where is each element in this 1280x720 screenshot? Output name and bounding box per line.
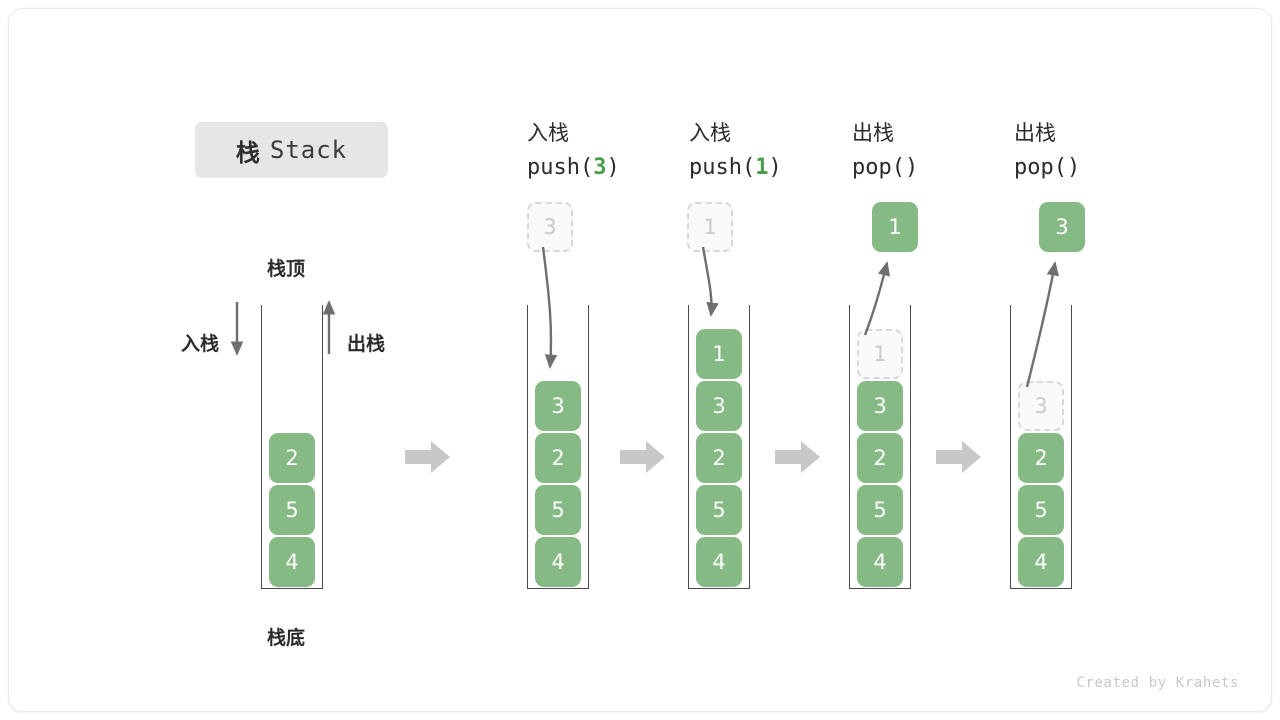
op-header-code: pop() [1014,152,1174,184]
diagram-card: 栈 Stack 栈顶 栈底 入栈 出栈 入栈 push(3) 入栈 push(1… [8,8,1272,712]
stack-cell: 5 [1018,485,1064,535]
popped-value-cell: 3 [1039,202,1085,252]
op-header-cn: 入栈 [527,121,569,145]
stack-floor [527,587,589,589]
incoming-value-cell: 1 [687,202,733,252]
title-badge: 栈 Stack [195,122,388,178]
stack-floor [688,587,750,589]
op-close: ) [904,155,919,180]
stack-cell: 4 [1018,537,1064,587]
stack-wall-r [909,305,911,589]
title-cn: 栈 [235,138,260,167]
op-fn: push( [689,155,756,180]
stack-cell: 2 [696,433,742,483]
op-header-cn: 入栈 [689,121,731,145]
stack-cell: 2 [857,433,903,483]
stack-floor [1010,587,1072,589]
stack-floor [849,587,911,589]
op-header-code: pop() [852,152,1012,184]
stack-cell: 5 [535,485,581,535]
op-close: ) [1066,155,1081,180]
step-separator-arrow [936,439,982,475]
incoming-value-cell: 3 [527,202,573,252]
step-separator-arrow [405,439,451,475]
op-fn: pop( [852,155,905,180]
stack-cell-ghost: 1 [857,329,903,379]
op-header-cn: 出栈 [1014,121,1056,145]
stack-cell: 1 [696,329,742,379]
stack-cell-ghost: 3 [1018,381,1064,431]
op-close: ) [606,155,620,180]
op-close: ) [768,155,782,180]
op-header-cn: 出栈 [852,121,894,145]
credit-text: Created by Krahets [1076,675,1239,691]
stack-cell: 5 [857,485,903,535]
op-arg: 1 [755,155,769,180]
diagram-stage: 栈 Stack 栈顶 栈底 入栈 出栈 入栈 push(3) 入栈 push(1… [9,9,1271,711]
op-header-push-3: 入栈 push(3) [527,114,687,184]
label-pop-side: 出栈 [347,333,386,355]
stack-wall-l [527,305,529,589]
op-header-push-1: 入栈 push(1) [689,114,849,184]
stack-cell: 2 [535,433,581,483]
stack-wall-r [587,305,589,589]
step-separator-arrow [620,439,666,475]
op-arg: 3 [593,155,607,180]
step-separator-arrow [775,439,821,475]
stack-cell: 3 [535,381,581,431]
op-header-pop-1: 出栈 pop() [852,114,1012,184]
op-header-pop-2: 出栈 pop() [1014,114,1174,184]
stack-wall-l [849,305,851,589]
stack-cell: 3 [696,381,742,431]
stack-wall-r [321,305,323,589]
stack-wall-r [748,305,750,589]
stack-cell: 5 [269,485,315,535]
stack-cell: 2 [269,433,315,483]
stack-cell: 4 [535,537,581,587]
stack-wall-l [1010,305,1012,589]
op-header-code: push(3) [527,152,687,184]
op-header-code: push(1) [689,152,849,184]
stack-cell: 4 [269,537,315,587]
title-en: Stack [269,136,348,164]
stack-cell: 3 [857,381,903,431]
stack-wall-l [688,305,690,589]
op-fn: push( [527,155,594,180]
label-stack-top: 栈顶 [267,258,306,280]
stack-wall-r [1070,305,1072,589]
stack-wall-l [261,305,263,589]
stack-cell: 5 [696,485,742,535]
stack-cell: 4 [696,537,742,587]
popped-value-cell: 1 [872,202,918,252]
label-push-side: 入栈 [181,333,220,355]
stack-cell: 2 [1018,433,1064,483]
label-stack-bottom: 栈底 [267,627,306,649]
stack-cell: 4 [857,537,903,587]
op-fn: pop( [1014,155,1067,180]
stack-floor [261,587,323,589]
